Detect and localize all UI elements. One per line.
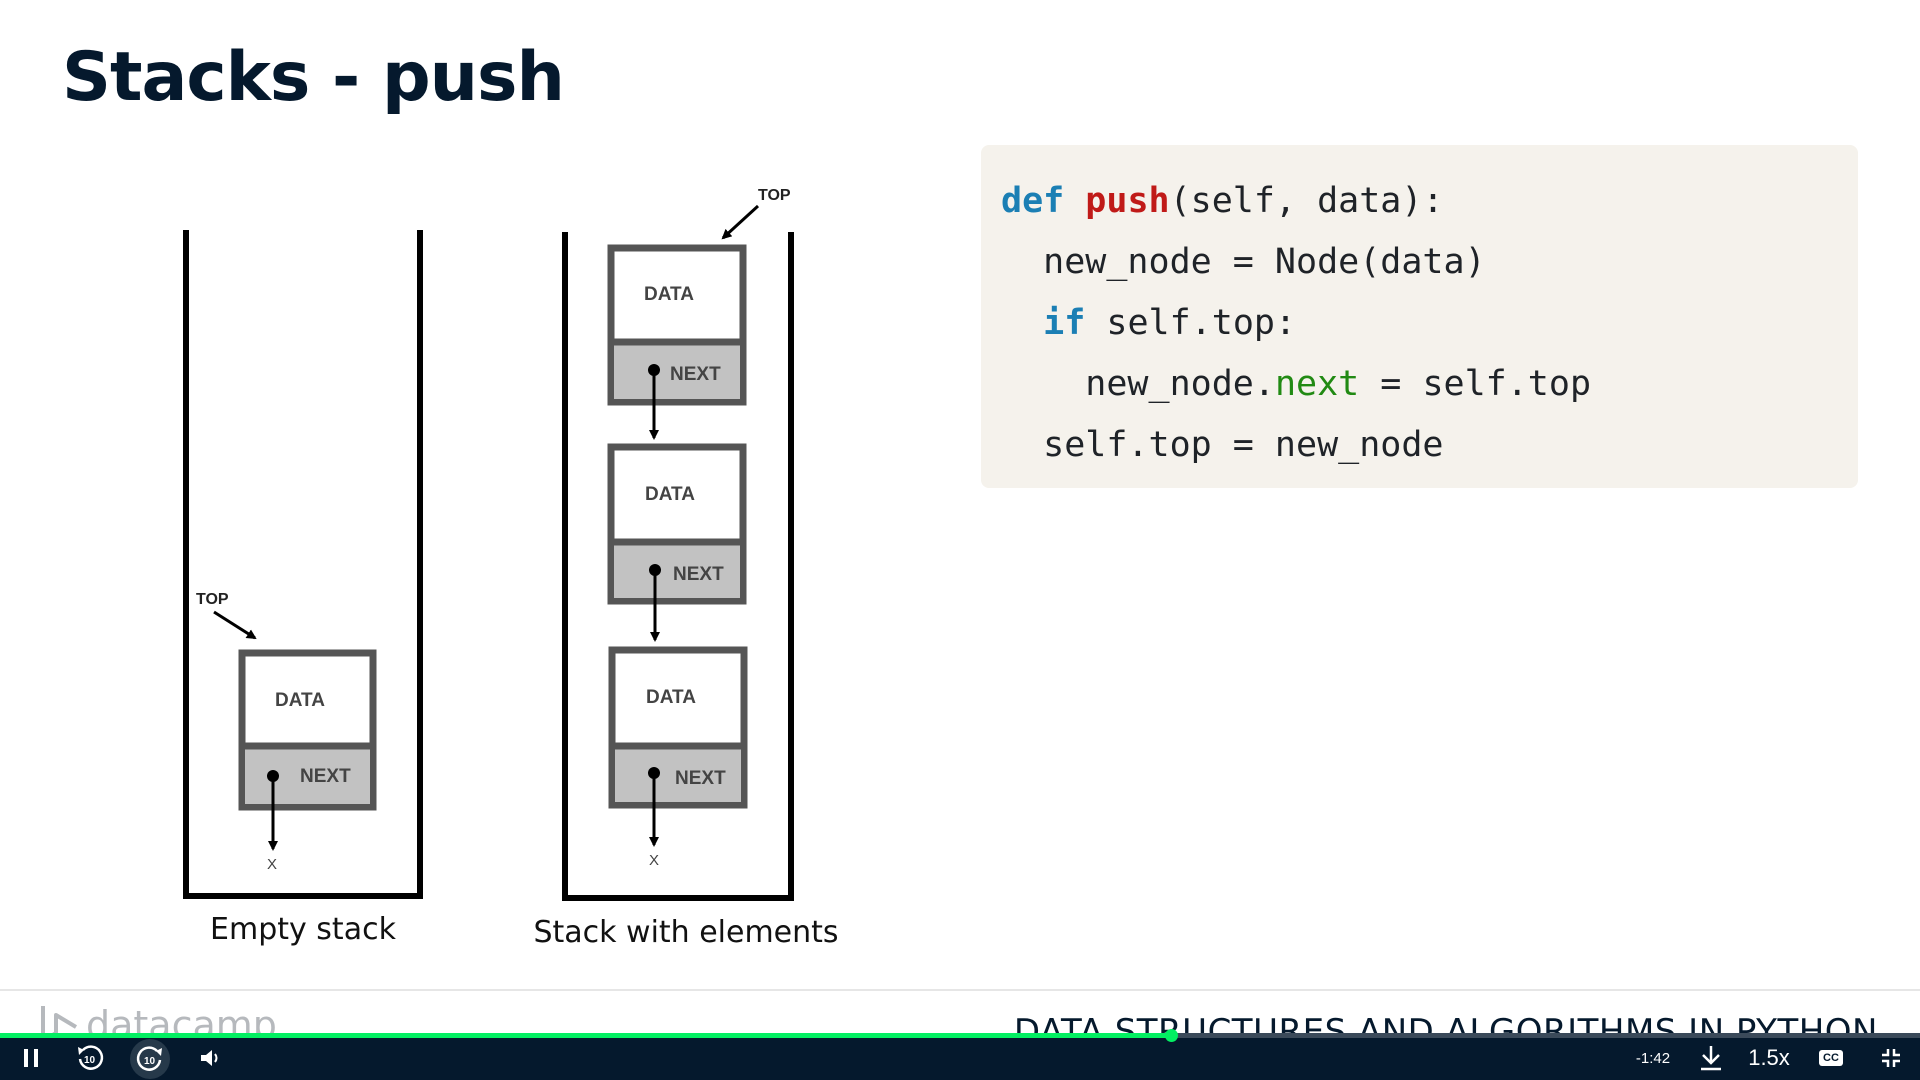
slide-title: Stacks - push (62, 38, 565, 117)
node-next-label: NEXT (675, 768, 726, 789)
code-block: def push(self, data): new_node = Node(da… (981, 145, 1858, 488)
empty-stack-container (183, 230, 423, 899)
video-player-bar (0, 1035, 1920, 1080)
node-data-label: DATA (645, 484, 695, 505)
pause-icon (24, 1049, 38, 1067)
fullscreen-exit-icon (1882, 1049, 1900, 1067)
node-data-label: DATA (646, 687, 696, 708)
stack-with-elements-caption: Stack with elements (533, 915, 839, 950)
code-token (1064, 181, 1085, 221)
svg-text:10: 10 (84, 1055, 96, 1066)
download-icon (1701, 1046, 1721, 1071)
exit-fullscreen-button[interactable] (1876, 1041, 1906, 1075)
stack-node: DATA NEXT (238, 649, 377, 851)
node-next-label: NEXT (673, 564, 724, 585)
node-next-label: NEXT (300, 766, 351, 787)
stack-node: DATA NEXT (607, 244, 747, 440)
code-token: new_node = Node(data) (1001, 242, 1486, 282)
code-token: self.top: (1085, 303, 1297, 343)
code-token: next (1274, 364, 1360, 404)
forward-10-button[interactable]: 10 (130, 1039, 170, 1079)
stack-node: DATA NEXT (607, 443, 747, 642)
null-label: X (649, 852, 659, 869)
node-data-label: DATA (275, 690, 325, 711)
rewind-10-icon: 10 (78, 1045, 104, 1070)
volume-icon (201, 1050, 218, 1066)
svg-text:10: 10 (144, 1056, 156, 1067)
empty-stack-caption: Empty stack (210, 912, 396, 947)
stack-diagrams: TOP DATA NEXT X TOP DATA NEXT DATA NEXT … (183, 187, 794, 901)
code-token (1001, 303, 1043, 343)
code-token: self.top = new_node (1001, 425, 1444, 465)
code-line: new_node = Node(data) (1001, 232, 1838, 293)
code-line: if self.top: (1001, 293, 1838, 354)
progress-fill (0, 1033, 1172, 1038)
code-token: = self.top (1359, 364, 1592, 404)
top-label: TOP (196, 591, 229, 608)
code-token: def (1001, 181, 1065, 221)
code-token: push (1085, 181, 1170, 221)
code-line: self.top = new_node (1001, 415, 1838, 476)
download-button[interactable] (1696, 1041, 1726, 1075)
rewind-10-button[interactable]: 10 (72, 1041, 108, 1075)
code-token: new_node. (1001, 364, 1275, 404)
top-arrow (721, 204, 760, 240)
node-data-label: DATA (644, 284, 694, 305)
progress-bar[interactable] (0, 1029, 1920, 1042)
top-arrow (213, 610, 257, 640)
code-token: (self, data): (1169, 181, 1444, 221)
volume-button[interactable] (196, 1041, 226, 1075)
stack-node: DATA NEXT (608, 646, 748, 847)
code-line: new_node.next = self.top (1001, 354, 1838, 415)
footer-divider (0, 989, 1920, 991)
top-label: TOP (758, 187, 791, 204)
code-token: if (1043, 303, 1086, 343)
null-label: X (267, 856, 277, 873)
forward-10-icon: 10 (136, 1046, 162, 1071)
pause-button[interactable] (14, 1041, 48, 1075)
captions-icon: CC (1819, 1050, 1843, 1066)
playback-speed-button[interactable]: 1.5x (1748, 1045, 1790, 1070)
progress-handle[interactable] (1165, 1029, 1179, 1042)
node-next-label: NEXT (670, 364, 721, 385)
elements-stack-container (562, 232, 794, 901)
time-remaining: -1:42 (1635, 1049, 1671, 1067)
code-line: def push(self, data): (1001, 171, 1838, 232)
captions-button[interactable]: CC (1816, 1041, 1846, 1075)
